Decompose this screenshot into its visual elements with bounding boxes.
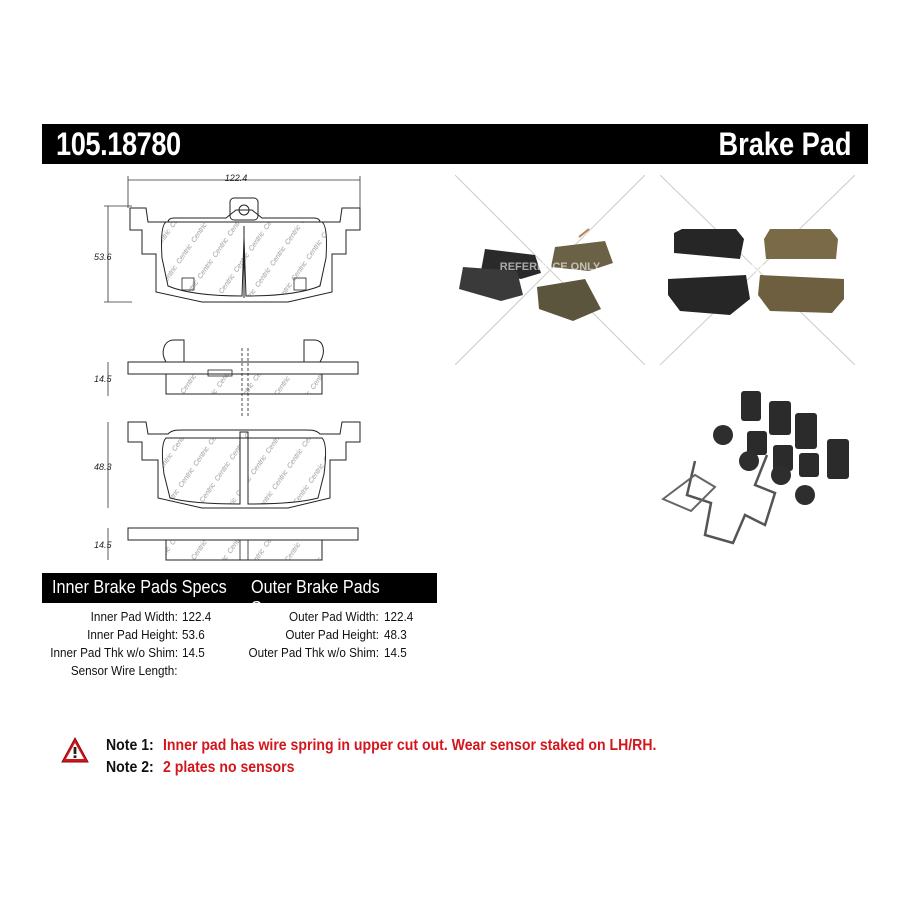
inner-width-label: Inner Pad Width: (90, 609, 178, 624)
photo-watermark: REFERENCE ONLY (500, 261, 601, 273)
note-1-label: Note 1: (106, 737, 154, 754)
dim-outer-thk: 14.5 (94, 540, 113, 550)
note-2-text: 2 plates no sensors (163, 759, 295, 776)
inner-height-label: Inner Pad Height: (86, 627, 178, 642)
warning-icon (60, 736, 90, 764)
hardware-kit-photo (655, 375, 855, 565)
sensor-wire-label: Sensor Wire Length: (71, 663, 178, 678)
outer-thk-label: Outer Pad Thk w/o Shim: (248, 645, 380, 660)
inner-height-value: 53.6 (182, 627, 205, 642)
photo-watermark-2: REFERENCE ONLY (702, 262, 812, 276)
note-2-label: Note 2: (106, 759, 154, 776)
outer-height-value: 48.3 (384, 627, 407, 642)
dim-outer-height: 48.3 (94, 462, 112, 472)
outer-specs-title: Outer Brake Pads Specs (251, 577, 380, 618)
outer-height-label: Outer Pad Height: (285, 627, 379, 642)
note-1-text: Inner pad has wire spring in upper cut o… (163, 737, 657, 754)
outer-thk-value: 14.5 (384, 645, 407, 660)
dim-inner-thk: 14.5 (94, 374, 113, 384)
product-photo-pads: REFERENCE ONLY (660, 175, 855, 365)
inner-thk-label: Inner Pad Thk w/o Shim: (50, 645, 178, 660)
technical-drawing: Centric 122.4 53.6 14.5 48.3 (42, 168, 437, 568)
dim-inner-height: 53.6 (94, 252, 112, 262)
outer-width-value: 122.4 (384, 609, 414, 624)
inner-specs-title: Inner Brake Pads Specs (52, 577, 227, 597)
outer-width-label: Outer Pad Width: (289, 609, 379, 624)
inner-thk-value: 14.5 (182, 645, 205, 660)
specs-header: Inner Brake Pads Specs Outer Brake Pads … (42, 573, 437, 618)
pad-drawing-svg: Centric 122.4 53.6 14.5 48.3 (94, 173, 361, 561)
title-bar: 105.18780 Brake Pad (42, 124, 868, 164)
part-number: 105.18780 (56, 126, 181, 162)
product-photo-assembled: REFERENCE ONLY (455, 175, 645, 365)
inner-width-value: 122.4 (182, 609, 212, 624)
product-type: Brake Pad (718, 126, 852, 162)
dim-width: 122.4 (225, 173, 248, 183)
